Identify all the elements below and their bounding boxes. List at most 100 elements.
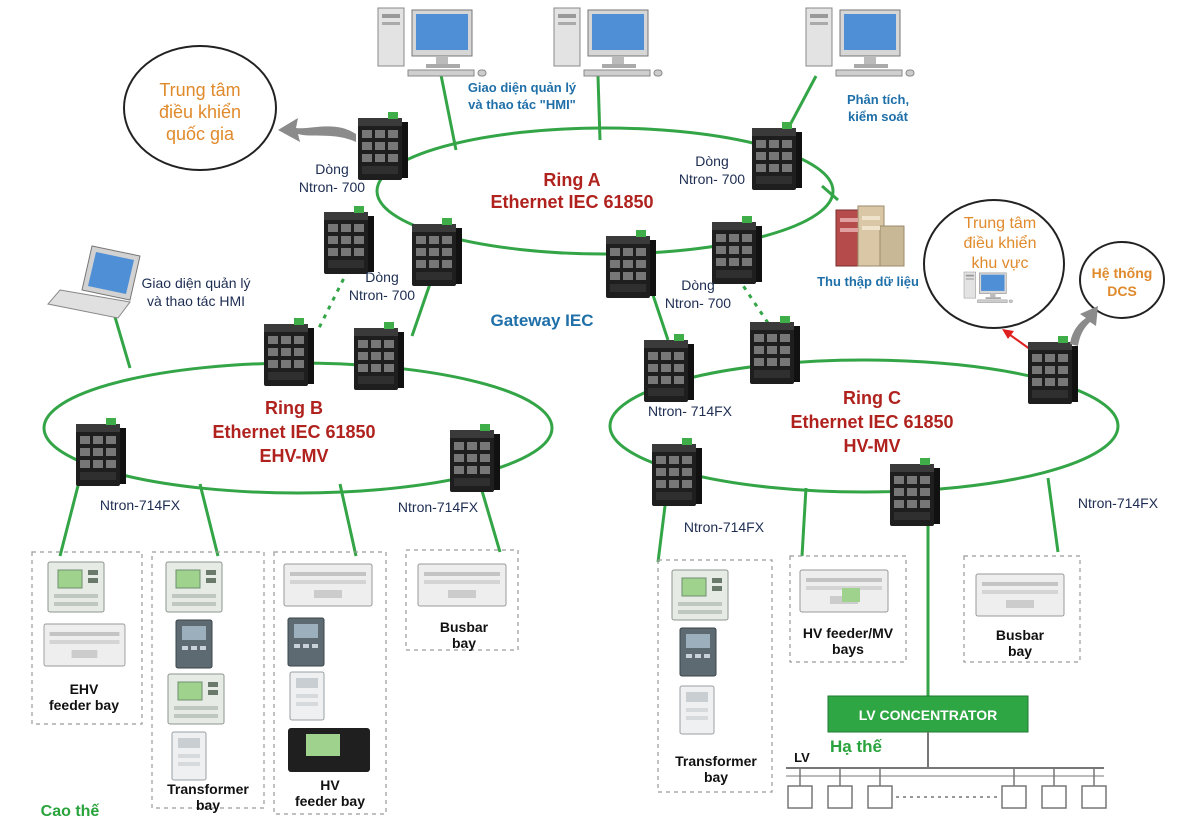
national-control-center: Trung tâm điều khiển quốc gia: [123, 45, 277, 171]
switch-mid-left-label-line1: Dòng: [365, 269, 398, 285]
switch-c-right-label: Ntron-714FX: [1078, 495, 1159, 511]
dcs-line2: DCS: [1107, 283, 1137, 299]
ring-b-title: Ring B: [265, 398, 323, 418]
transformer-b-relay-1-icon: [165, 561, 223, 613]
hmi-computer-center-icon: [553, 7, 663, 77]
switch-a-left-label-line1: Dòng: [315, 161, 348, 177]
gateway-label: Gateway IEC: [491, 311, 594, 330]
lv-label: LV: [794, 750, 810, 765]
ehv-relay-1-icon: [47, 561, 105, 613]
switch-a-left-label-line2: Ntron- 700: [299, 179, 365, 195]
ehv-relay-2-icon: [43, 623, 126, 667]
hmi-top-label-line1: Giao diện quản lý: [468, 80, 577, 95]
busbar-b-label-line2: bay: [452, 635, 476, 651]
low-voltage-label: Hạ thế: [830, 737, 883, 756]
lv-concentrator: LV CONCENTRATOR: [827, 695, 1029, 733]
ring-a-title: Ring A: [543, 170, 600, 190]
dcs-uplink-arrow-icon: [1070, 306, 1098, 346]
ring-c-loop: [608, 358, 1120, 494]
switch-mid-right-label-line2: Ntron- 700: [665, 295, 731, 311]
transformer-b-label-line1: Transformer: [167, 781, 249, 797]
data-server-icon: [835, 205, 905, 267]
switch-ring-b-1-icon: [264, 318, 314, 386]
ehv-bay-label-line2: feeder bay: [49, 697, 119, 713]
hv-feeder-b-meter-icon: [288, 728, 370, 772]
switch-ring-b-3-icon: [76, 418, 126, 486]
data-collection-label: Thu thập dữ liệu: [817, 274, 919, 289]
analysis-label-line1: Phân tích,: [847, 92, 909, 107]
hv-mv-feeder-display-icon: [842, 588, 860, 602]
ehv-bay-label-line1: EHV: [70, 681, 99, 697]
ehv-feeder-bay-box: [31, 551, 143, 725]
hv-feeder-b-label-line2: feeder bay: [295, 793, 365, 809]
laptop-icon: [47, 245, 141, 319]
busbar-bay-c-box: [963, 555, 1081, 663]
hv-mv-feeder-label-line1: HV feeder/MV: [803, 625, 894, 641]
ring-a-loop: [375, 126, 835, 256]
national-center-line3: quốc gia: [166, 124, 235, 144]
regional-center-line3: khu vực: [972, 255, 1029, 272]
dcs-line1: Hệ thống: [1092, 265, 1153, 281]
busbar-b-relay-icon: [417, 563, 507, 607]
transformer-c-label-line1: Transformer: [675, 753, 757, 769]
national-center-line1: Trung tâm: [159, 80, 240, 100]
hmi-left-label-line2: và thao tác HMI: [147, 293, 245, 309]
hv-mv-feeder-bay-box: [789, 555, 907, 663]
busbar-c-relay-icon: [975, 573, 1065, 617]
ring-b-subtitle: Ethernet IEC 61850: [212, 422, 375, 442]
hv-feeder-b-relay-3-icon: [289, 671, 325, 721]
hmi-top-label-line2: và thao tác "HMI": [468, 97, 576, 112]
switch-mid-1-icon: [324, 206, 374, 274]
switch-b-right-label: Ntron-714FX: [398, 499, 479, 515]
hv-feeder-b-relay-2-icon: [287, 617, 325, 667]
switch-a-right-label-line1: Dòng: [695, 153, 728, 169]
switch-mid-left-label-line2: Ntron- 700: [349, 287, 415, 303]
hv-feeder-b-label-line1: HV: [320, 777, 340, 793]
transformer-b-relay-2-icon: [175, 619, 213, 669]
regional-center-line2: điều khiển: [964, 234, 1037, 252]
busbar-c-label-line2: bay: [1008, 643, 1032, 659]
switch-ring-b-2-icon: [354, 322, 404, 390]
transformer-bay-b-box: [151, 551, 265, 809]
transformer-b-relay-4-icon: [171, 731, 207, 781]
switch-c-left-label: Ntron-714FX: [684, 519, 765, 535]
switch-b-left-label: Ntron-714FX: [100, 497, 181, 513]
national-center-line2: điều khiển: [159, 102, 241, 122]
dcs-system: Hệ thống DCS: [1079, 241, 1165, 319]
regional-center-line1: Trung tâm: [964, 215, 1036, 232]
switch-c-top-label: Ntron- 714FX: [648, 403, 733, 419]
ring-c-subtitle: Ethernet IEC 61850: [790, 412, 953, 432]
switch-ring-c-4-icon: [652, 438, 702, 506]
switch-mid-2-icon: [412, 218, 462, 286]
hv-mv-feeder-label-line2: bays: [832, 641, 864, 657]
hmi-left-label-line1: Giao diện quản lý: [142, 275, 251, 291]
switch-ring-c-2-icon: [750, 316, 800, 384]
uplink-arrow-icon: [278, 118, 356, 142]
connections: [58, 69, 1060, 696]
lv-concentrator-label: LV CONCENTRATOR: [859, 707, 997, 723]
switch-ring-a-left-icon: [358, 112, 408, 180]
switch-ring-c-5-icon: [890, 458, 940, 526]
ring-b-voltage: EHV-MV: [259, 446, 328, 466]
transformer-b-label-line2: bay: [196, 797, 220, 813]
switch-ring-c-3-icon: [1028, 336, 1078, 404]
hmi-computer-left-icon: [377, 7, 487, 77]
transformer-b-relay-3-icon: [167, 673, 225, 725]
ring-c-title: Ring C: [843, 388, 901, 408]
transformer-c-relay-1-icon: [671, 569, 729, 621]
busbar-bay-b-box: [405, 549, 519, 651]
analysis-label-line2: kiểm soát: [848, 109, 909, 124]
transformer-bay-c-box: [657, 559, 773, 793]
switch-mid-3-icon: [606, 230, 656, 298]
transformer-c-relay-3-icon: [679, 685, 715, 735]
transformer-c-label-line2: bay: [704, 769, 728, 785]
switch-mid-4-icon: [712, 216, 762, 284]
busbar-b-label-line1: Busbar: [440, 619, 489, 635]
busbar-c-label-line1: Busbar: [996, 627, 1045, 643]
lv-meters: [787, 768, 1107, 809]
ring-c-voltage: HV-MV: [843, 436, 900, 456]
switch-mid-right-label-line1: Dòng: [681, 277, 714, 293]
switch-ring-c-1-icon: [644, 334, 694, 402]
switch-ring-a-right-icon: [752, 122, 802, 190]
